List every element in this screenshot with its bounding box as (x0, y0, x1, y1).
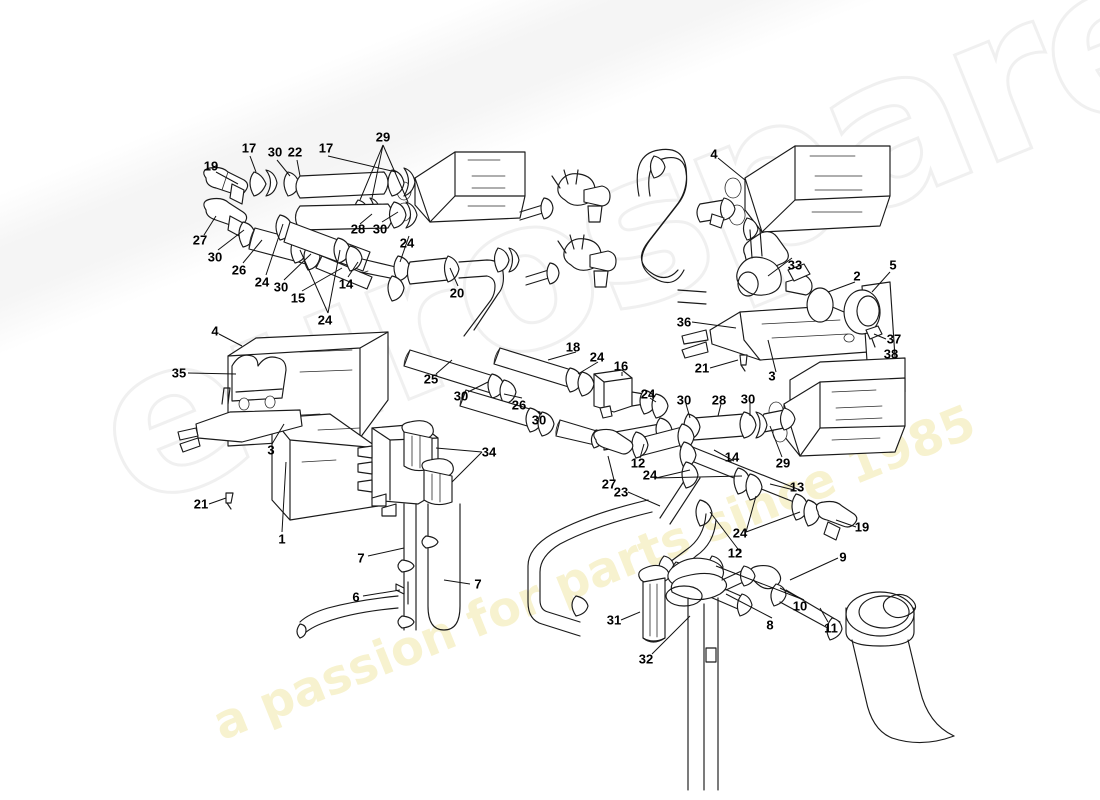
callout-number: 20 (449, 285, 465, 301)
callout-number: 4 (211, 323, 219, 339)
callout-number: 30 (273, 279, 289, 295)
callout-number: 36 (676, 314, 692, 330)
canister-top-right (696, 145, 891, 233)
callout-number: 1 (278, 531, 286, 547)
callout-number: 9 (839, 549, 847, 565)
hose-train-upper-left (203, 166, 418, 231)
callout-number: 24 (642, 467, 658, 483)
callout-number: 24 (640, 386, 656, 402)
callout-number: 37 (886, 331, 902, 347)
callout-number: 35 (171, 365, 187, 381)
callout-number: 24 (254, 274, 270, 290)
callout-number: 30 (267, 144, 283, 160)
callout-number: 10 (792, 598, 808, 614)
callout-number: 24 (399, 235, 415, 251)
callout-number: 26 (231, 262, 247, 278)
callout-number: 12 (630, 455, 646, 471)
callout-number: 24 (317, 312, 333, 328)
callout-number: 29 (375, 129, 391, 145)
valve-block-34 (296, 420, 461, 639)
callout-number: 7 (357, 550, 365, 566)
callout-number: 34 (481, 444, 497, 460)
callout-number: 2 (853, 268, 861, 284)
callout-number: 5 (889, 257, 897, 273)
callout-number: 21 (694, 360, 710, 376)
callout-number: 30 (676, 392, 692, 408)
callout-number: 30 (372, 221, 388, 237)
canister-right-lower (760, 377, 906, 457)
callout-number: 38 (883, 346, 899, 362)
callout-number: 13 (789, 479, 805, 495)
rollover-valve-assembly (681, 217, 906, 401)
callout-number: 29 (775, 455, 791, 471)
filler-neck (845, 591, 955, 744)
vent-hose-loops (636, 148, 707, 305)
callout-number: 19 (854, 519, 870, 535)
callout-number: 3 (267, 442, 275, 458)
callout-number: 33 (787, 257, 803, 273)
mid-pipes (403, 347, 673, 451)
callout-number: 21 (193, 496, 209, 512)
callout-number: 27 (192, 232, 208, 248)
purge-valve-upper (519, 169, 611, 223)
callout-number: 22 (287, 144, 303, 160)
callout-number: 31 (606, 612, 622, 628)
callout-number: 17 (318, 140, 334, 156)
callout-number: 15 (290, 290, 306, 306)
callout-number: 24 (732, 525, 748, 541)
callout-number: 30 (531, 412, 547, 428)
fuel-filter-31 (638, 564, 670, 643)
callout-number: 14 (338, 276, 354, 292)
lower-pipe-network (527, 411, 858, 641)
callout-number: 30 (453, 388, 469, 404)
callout-number: 25 (423, 371, 439, 387)
callout-number: 30 (740, 391, 756, 407)
callout-number: 11 (824, 620, 838, 636)
callout-number: 27 (601, 476, 617, 492)
callout-number: 30 (207, 249, 223, 265)
callout-number: 4 (710, 146, 718, 162)
callout-number: 18 (565, 339, 581, 355)
callout-number: 26 (511, 397, 527, 413)
callout-number: 16 (613, 358, 629, 374)
callout-number: 3 (768, 368, 776, 384)
callout-number: 17 (241, 140, 257, 156)
fuel-sender-32 (665, 557, 756, 791)
callout-number: 23 (613, 484, 629, 500)
callout-number: 7 (474, 576, 482, 592)
callout-number: 28 (350, 221, 366, 237)
callout-number: 8 (766, 617, 774, 633)
callout-number: 28 (711, 392, 727, 408)
callout-number: 32 (638, 651, 654, 667)
purge-valve-lower (525, 234, 617, 288)
callout-number: 12 (727, 545, 743, 561)
callout-number: 6 (352, 589, 360, 605)
callout-number: 19 (203, 158, 219, 174)
canister-left (177, 331, 389, 521)
callout-number: 24 (589, 349, 605, 365)
leader-lines (187, 144, 891, 655)
callout-number: 14 (724, 449, 740, 465)
